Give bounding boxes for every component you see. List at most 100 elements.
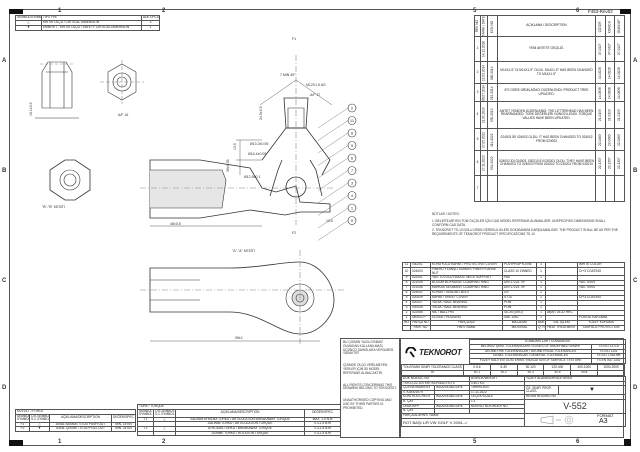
zone-a: A	[2, 58, 7, 64]
balloon-number: 8	[351, 130, 354, 135]
dim-label: 24.5±0.5	[259, 106, 263, 120]
zone-6-top: 6	[576, 8, 580, 14]
torque-cell: 0.3-1.5 N.m	[303, 430, 342, 437]
rev-description	[497, 175, 596, 203]
cell: MIN. 24 KN	[110, 426, 137, 432]
title-block: TEKNOROT STANDARTLAR / STANDARDS BELİRSİ…	[400, 338, 627, 438]
balloon-number: 1	[351, 205, 354, 210]
item-balloon: 3	[317, 178, 357, 204]
zone-2-top: 2	[162, 8, 166, 14]
standard-row: YÜZEY KALİTESİ GÖSTERİMİ / INDICATION OF…	[469, 358, 627, 364]
zone-1-bottom: 1	[58, 439, 62, 445]
balloon-number: 7	[351, 168, 354, 173]
dim-label: A/F 16	[118, 113, 128, 117]
view-a-a-label: "A"-"A" KESİTİ	[232, 248, 255, 253]
torque-angle-label: 7 MIN 40°	[280, 73, 296, 77]
zone-d-right: D	[633, 385, 638, 391]
standards-table: STANDARTLAR / STANDARDS BELİRSİZ ŞEKİL T…	[468, 339, 627, 364]
zone-2-bottom: 2	[162, 439, 166, 445]
force-f1-label: F1	[292, 37, 296, 41]
item-balloon: 2	[317, 103, 357, 129]
part-cell: Cr+3 COATING	[577, 266, 625, 277]
legal-note: BU ÇİZİMİN YAZILI İZNİMİZ OLMADAN KULLAN…	[343, 340, 394, 356]
tol-value: m	[401, 370, 464, 376]
zone-b: B	[2, 168, 7, 174]
taper-label: 1/10	[326, 219, 333, 223]
dim-label: 45±0.5	[170, 222, 181, 226]
header: DEĞER/SPEC	[110, 413, 137, 423]
dim-label: 95±1	[235, 336, 243, 340]
revision-row: 7	[474, 175, 625, 203]
zone-a-right: A	[633, 58, 638, 64]
legal-note: UNAUTHORISED COPYING AND USE BY THIRD PA…	[343, 398, 392, 410]
logo-mark-icon	[405, 346, 417, 358]
legal-note: ÇİZİMDE ÖLÇÜ VERİLMEYEN YERLER İÇİN 3D M…	[343, 363, 388, 375]
sheet-code: F453-Rev02	[588, 9, 613, 14]
dim-label: 16.1±0.5	[29, 102, 33, 116]
legal-notes: BU ÇİZİMİN YAZILI İZNİMİZ OLMADAN KULLAN…	[340, 338, 400, 438]
item-balloon: 7	[317, 166, 357, 191]
dim-label: 36±0.35	[226, 159, 230, 172]
zone-6-bottom: 6	[576, 439, 580, 445]
dim-label: Ø13.3±0.05	[250, 142, 268, 146]
balloon-number: 2	[351, 105, 354, 110]
rev-no: 7	[474, 175, 481, 203]
balloon-number: 6	[351, 155, 354, 160]
balloon-number: 5	[351, 218, 354, 223]
dim-label: 13.5	[233, 143, 237, 150]
nut-top-view	[100, 60, 144, 104]
balloons: 2 11 8 9 6 7 3 4 1 5	[317, 103, 357, 241]
item-balloon: 1	[317, 203, 357, 229]
item-balloon: 4	[317, 191, 357, 216]
zone-d: D	[2, 385, 7, 391]
balloon-number: 9	[351, 143, 354, 148]
legal-note: ALL RIGHTS CONCERNING THIS DRAWING BELON…	[343, 382, 397, 391]
teknorot-logo: TEKNOROT	[405, 345, 467, 359]
zone-5-bottom: 5	[473, 439, 477, 445]
projection-symbol-icon	[540, 415, 574, 425]
thread-label: M12X1.5 6G	[306, 83, 326, 87]
notes: NOTLAR / NOTES: 1. BELİRTİLMEYEN TÜM ÖLÇ…	[432, 212, 622, 237]
standard-code: TS EN ISO 1302	[590, 358, 627, 364]
housing-end-view	[49, 159, 91, 201]
notes-title: NOTLAR / NOTES:	[432, 212, 460, 216]
balloon-number: 3	[351, 180, 354, 185]
item-balloon: 8	[317, 128, 357, 154]
section-a-a	[140, 55, 335, 227]
balloon-number: 4	[351, 193, 354, 198]
item-balloon: 6	[317, 153, 357, 179]
tol-range: 1000-2000	[597, 364, 625, 371]
corner-mark	[620, 9, 631, 14]
parts-header: SURFACE PROTECTION	[577, 325, 625, 332]
rev-description: 024002 İDİ 024003, 030210 İDİ 030201 OLD…	[497, 150, 596, 177]
zone-c: C	[2, 278, 7, 284]
drawing-frame	[9, 9, 631, 446]
header: DEĞER/SPEC	[303, 408, 342, 418]
view-b-b-label: "B"-"B" KESİTİ	[42, 204, 65, 209]
force-f2-label: F2	[292, 231, 296, 235]
tolerance-label: TOLERANS SINIFI TOLERANCE CLASS	[401, 364, 464, 371]
safety-critical-icon: ▼	[557, 385, 627, 396]
af-label: A/F 17	[310, 93, 320, 97]
description-header: AÇIKLAMA / DESCRIPTION	[497, 14, 596, 38]
format-label: FORMAT	[597, 413, 614, 418]
dim-label: Ø12.5±0.1	[244, 175, 260, 179]
balloon-number: 11	[350, 118, 355, 123]
corner-mark	[9, 9, 23, 14]
item-balloon: 11	[317, 116, 357, 141]
note-item: 2. TEKNOROT TS-10 NOLU ÜRÜN GEREKLİLİKLE…	[432, 228, 618, 237]
item-balloon: 9	[317, 141, 357, 166]
